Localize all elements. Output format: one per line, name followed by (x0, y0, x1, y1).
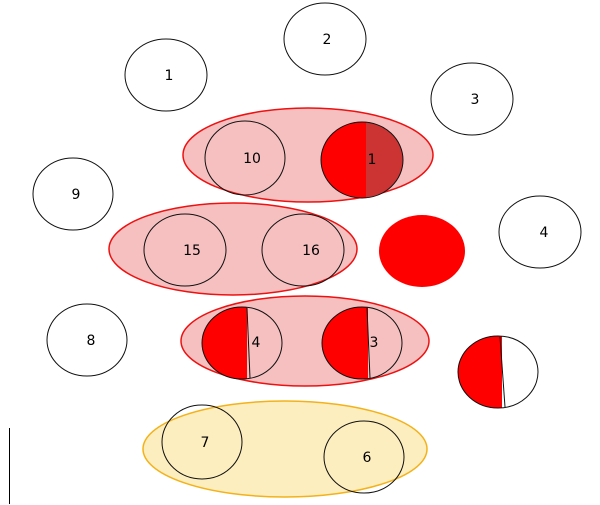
node-1[interactable]: 1 (124, 38, 208, 112)
node-7[interactable]: 7 (161, 404, 243, 480)
node-16-label: 16 (302, 243, 320, 259)
node-2[interactable]: 2 (283, 2, 367, 76)
node-15[interactable]: 15 (143, 213, 227, 287)
node-14-label: 4 (252, 335, 261, 351)
node-3-label: 3 (471, 92, 480, 108)
node-14-circle (201, 306, 283, 380)
node-9-label: 9 (72, 187, 81, 203)
node-5-fill-left (458, 336, 502, 408)
node-16-circle (261, 213, 345, 287)
node-10[interactable]: 10 (204, 120, 286, 196)
node-4-circle (498, 195, 582, 269)
node-10-label: 10 (243, 151, 261, 167)
node-11-circle (320, 121, 404, 199)
node-8-label: 8 (87, 333, 96, 349)
node-7-label: 7 (201, 435, 210, 451)
node-10-circle (204, 120, 286, 196)
node-6-label: 6 (363, 450, 372, 466)
node-3[interactable]: 3 (430, 62, 514, 136)
node-5-divider (499, 336, 506, 408)
group-ellipse-bottom (142, 400, 428, 498)
node-5[interactable] (454, 332, 539, 412)
node-13-label: 3 (370, 335, 379, 351)
node-6[interactable]: 6 (323, 420, 405, 494)
node-red-solid[interactable] (379, 215, 465, 287)
node-13-circle (321, 306, 403, 380)
node-9-circle (32, 157, 114, 231)
node-4[interactable]: 4 (498, 195, 582, 269)
node-15-circle (143, 213, 227, 287)
node-1-circle (124, 38, 208, 112)
node-6-circle (323, 420, 405, 494)
node-16[interactable]: 16 (261, 213, 345, 287)
node-8-circle (46, 303, 128, 377)
node-4-label: 4 (540, 225, 549, 241)
node-8[interactable]: 8 (46, 303, 128, 377)
node-7-circle (161, 404, 243, 480)
node-2-circle (283, 2, 367, 76)
node-15-label: 15 (183, 243, 201, 259)
node-1-label: 1 (165, 68, 174, 84)
node-13-divider (366, 307, 371, 379)
node-9[interactable]: 9 (32, 157, 114, 231)
group-ellipse-middle (108, 202, 358, 296)
edge-mark-line (9, 428, 10, 504)
node-2-label: 2 (323, 32, 332, 48)
node-5-circle (457, 335, 539, 409)
node-11-label: 1 (368, 152, 377, 168)
node-14-divider (246, 307, 251, 379)
node-3-circle (430, 62, 514, 136)
